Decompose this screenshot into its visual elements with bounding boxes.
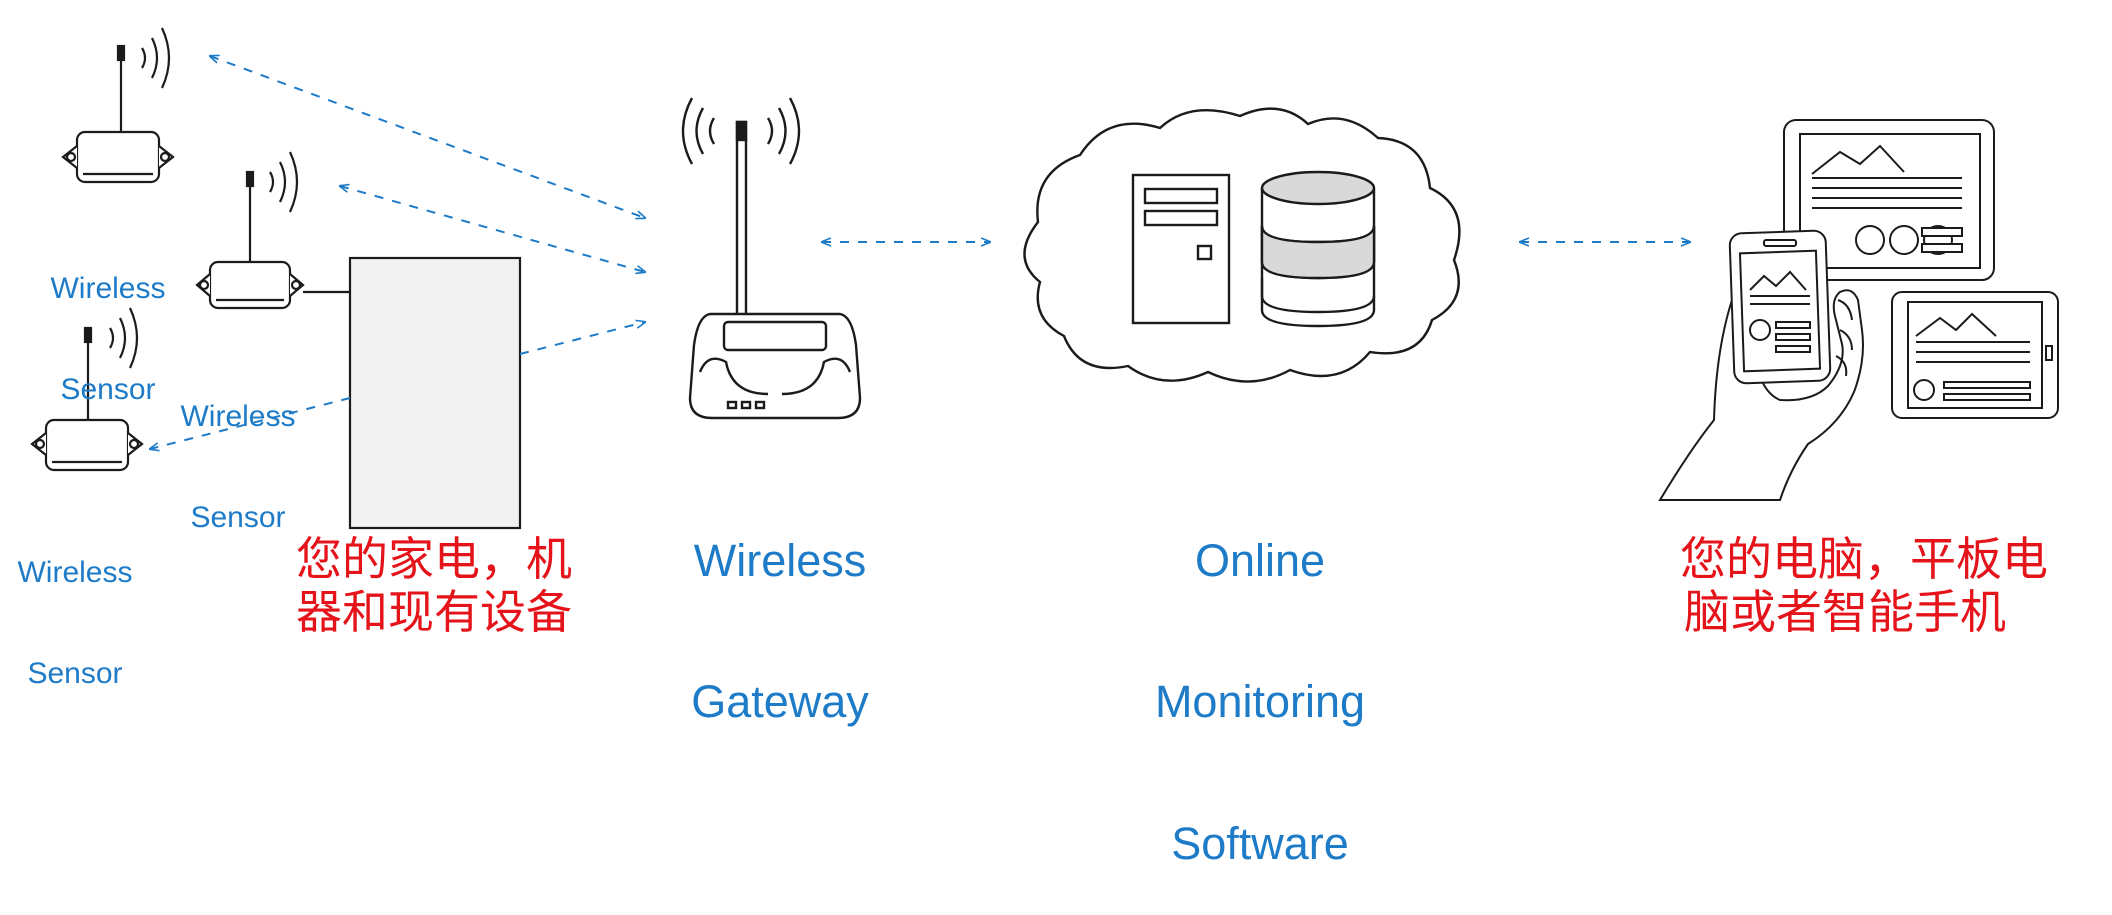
software-label: Online Monitoring Software: [1130, 442, 1390, 915]
devices-caption: 您的电脑，平板电 脑或者智能手机: [1680, 533, 2048, 639]
sensor-3-label-line1: Wireless: [17, 556, 133, 590]
appliances-caption: 您的家电，机 器和现有设备: [296, 533, 572, 639]
devices-caption-line1: 您的电脑，平板电: [1680, 532, 2048, 586]
gateway-label-line2: Gateway: [691, 676, 869, 728]
sensor-3-label: Wireless Sensor: [10, 489, 140, 724]
gateway-label: Wireless Gateway: [660, 442, 900, 773]
sensor-2-label: Wireless Sensor: [173, 333, 303, 568]
appliances-caption-line2: 器和现有设备: [296, 584, 572, 639]
software-label-line2: Monitoring: [1154, 676, 1366, 728]
iot-diagram: [30, 27, 2059, 530]
devices-icon: [1658, 119, 2059, 501]
wireless-sensor-2-icon: [195, 151, 305, 310]
sensor-2-label-line2: Sensor: [190, 500, 286, 534]
sensor-1-label-line1: Wireless: [50, 272, 166, 306]
router-icon: [681, 97, 862, 420]
wireless-sensor-3-icon: [30, 307, 144, 472]
cloud-server-icon: [1023, 107, 1461, 383]
sensor-1-label: Wireless Sensor: [43, 205, 173, 440]
sensor-2-label-line1: Wireless: [180, 400, 296, 434]
devices-caption-line2: 脑或者智能手机: [1684, 584, 2006, 639]
sensor-signal-arrows: [150, 56, 645, 449]
sensor-3-label-line2: Sensor: [27, 656, 123, 690]
gateway-label-line1: Wireless: [693, 534, 867, 586]
sensor-1-label-line2: Sensor: [60, 372, 156, 406]
software-label-line3: Software: [1171, 818, 1349, 869]
appliance-box: [348, 256, 522, 530]
software-label-line1: Online: [1194, 534, 1326, 586]
wireless-sensor-1-icon: [61, 27, 175, 184]
appliances-caption-line1: 您的家电，机: [296, 532, 572, 586]
